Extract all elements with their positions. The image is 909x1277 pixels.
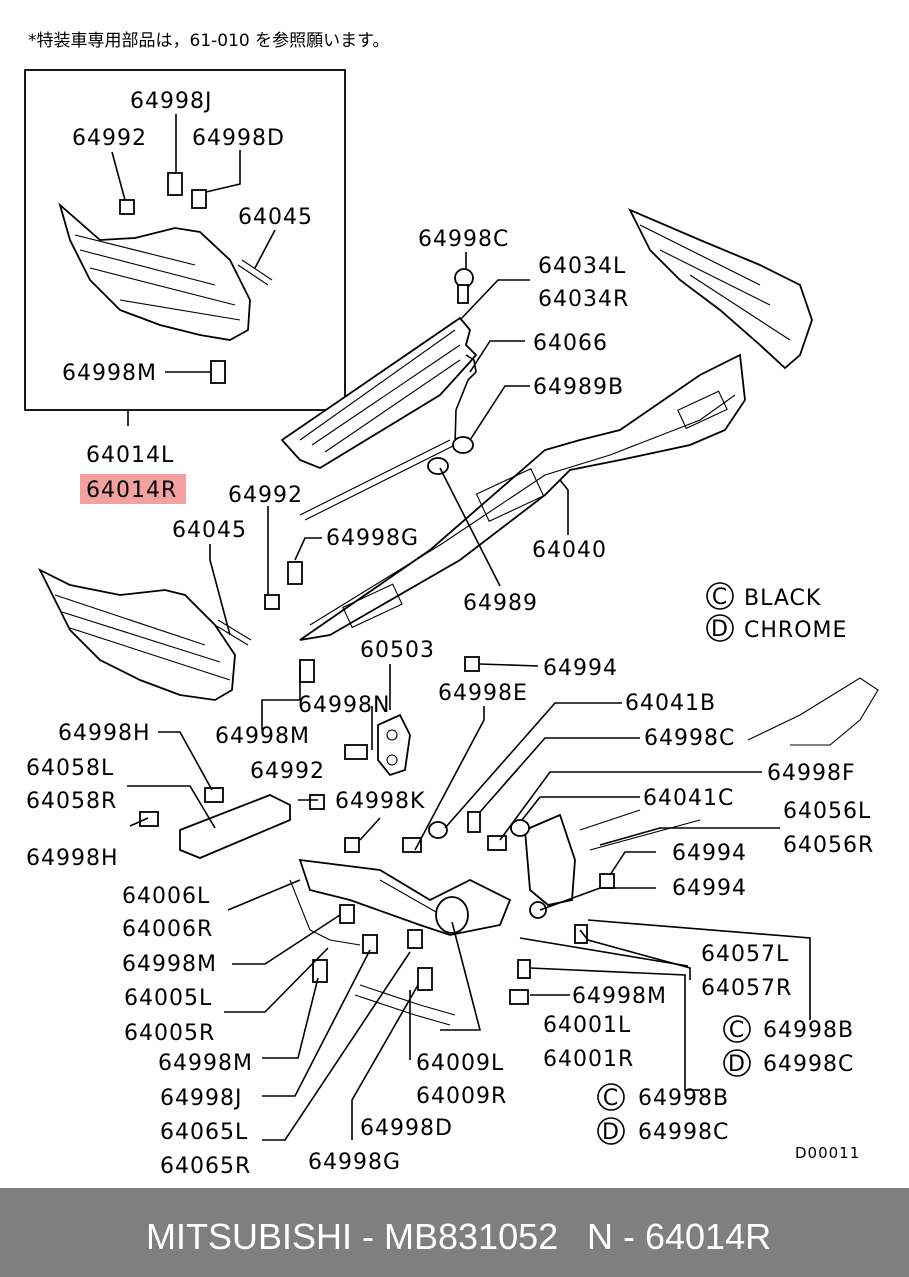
label-64994-low2: 64994 xyxy=(672,876,747,901)
label-64034R: 64034R xyxy=(538,287,629,312)
label-64998F: 64998F xyxy=(767,761,856,786)
leader-lines xyxy=(111,114,811,1141)
label-64998H-lower: 64998H xyxy=(26,846,119,871)
rear-bumper-icon xyxy=(299,353,746,641)
detail-inset-box xyxy=(24,69,346,411)
label-64998C-d1: 64998C xyxy=(763,1052,854,1077)
label-64041B: 64041B xyxy=(625,691,716,716)
label-64005L: 64005L xyxy=(124,986,212,1011)
label-64014L: 64014L xyxy=(86,443,174,468)
svg-text:D: D xyxy=(711,617,729,642)
note-text: *特装車専用部品は，61-010 を参照願います。 xyxy=(28,31,389,51)
label-64045-mid: 64045 xyxy=(172,518,247,543)
callout-labels: 64998J 64992 64998D 64045 64998M 64014L … xyxy=(26,89,874,1179)
label-64998C-d2: 64998C xyxy=(638,1120,729,1145)
part-drawings xyxy=(37,172,879,1026)
footer-brand-part: MITSUBISHI - MB831052 xyxy=(146,1216,559,1257)
label-64994-mid: 64994 xyxy=(543,656,618,681)
label-64998G-low: 64998G xyxy=(308,1150,401,1175)
label-64998B-c2: 64998B xyxy=(638,1086,729,1111)
label-64998D-low: 64998D xyxy=(360,1116,453,1141)
label-64998H-upper: 64998H xyxy=(58,721,151,746)
label-64066: 64066 xyxy=(533,331,608,356)
svg-text:C: C xyxy=(729,1018,745,1043)
step-cover-inset-icon xyxy=(58,202,251,341)
label-64014R-highlight: 64014R xyxy=(86,478,177,503)
label-64057R: 64057R xyxy=(701,976,792,1001)
label-64998B-c1: 64998B xyxy=(763,1018,854,1043)
label-64065R: 64065R xyxy=(160,1154,251,1179)
label-64992-mid: 64992 xyxy=(228,483,303,508)
label-64998C-top: 64998C xyxy=(418,227,509,252)
step-cover-icon xyxy=(37,567,236,701)
drawing-code: D00011 xyxy=(795,1144,860,1162)
svg-text:C: C xyxy=(603,1086,619,1111)
label-64009L: 64009L xyxy=(416,1051,504,1076)
label-64998J-low: 64998J xyxy=(160,1086,242,1111)
label-64998D-inset: 64998D xyxy=(192,126,285,151)
step-plate-icon xyxy=(280,316,478,470)
label-64056L: 64056L xyxy=(783,799,871,824)
legend-chrome: CHROME xyxy=(744,618,847,643)
footer-bar: MITSUBISHI - MB831052 N - 64014R xyxy=(0,1188,909,1277)
parts-diagram: *特装車専用部品は，61-010 を参照願います。 xyxy=(24,31,879,1179)
label-64065L: 64065L xyxy=(160,1120,248,1145)
label-64057L: 64057L xyxy=(701,942,789,967)
label-64040: 64040 xyxy=(532,538,607,563)
label-64998M-low3: 64998M xyxy=(158,1051,253,1076)
label-64005R: 64005R xyxy=(124,1021,215,1046)
label-60503: 60503 xyxy=(360,638,435,663)
label-64994-low1: 64994 xyxy=(672,841,747,866)
svg-text:D: D xyxy=(728,1052,746,1077)
label-64992-low: 64992 xyxy=(250,759,325,784)
svg-text:C: C xyxy=(712,585,728,610)
label-64992-inset: 64992 xyxy=(72,126,147,151)
label-64998M-inset: 64998M xyxy=(62,361,157,386)
label-64998M-mid: 64998M xyxy=(215,724,310,749)
label-64056R: 64056R xyxy=(783,833,874,858)
footer-ref: N - 64014R xyxy=(587,1216,772,1257)
bracket-assembly-icon xyxy=(179,794,291,859)
label-64989: 64989 xyxy=(463,591,538,616)
label-64998J-inset: 64998J xyxy=(130,89,212,114)
label-64001L: 64001L xyxy=(543,1013,631,1038)
label-64998M-low2: 64998M xyxy=(572,984,667,1009)
label-64998N: 64998N xyxy=(298,693,390,718)
label-64006R: 64006R xyxy=(122,917,213,942)
label-64998G-mid: 64998G xyxy=(326,526,419,551)
label-64006L: 64006L xyxy=(122,884,210,909)
label-64034L: 64034L xyxy=(538,254,626,279)
label-64998K: 64998K xyxy=(335,789,425,814)
label-64045-inset: 64045 xyxy=(238,205,313,230)
label-64001R: 64001R xyxy=(543,1047,634,1072)
label-64009R: 64009R xyxy=(416,1084,507,1109)
circled-symbols: C BLACK D CHROME C D C D xyxy=(597,582,847,1145)
legend-black: BLACK xyxy=(744,586,821,611)
label-64998E: 64998E xyxy=(438,681,528,706)
label-64998C-mid: 64998C xyxy=(644,726,735,751)
highlight-box xyxy=(80,474,186,504)
label-64998M-low1: 64998M xyxy=(122,952,217,977)
bumper-end-cap-icon xyxy=(628,208,813,370)
label-64058R: 64058R xyxy=(26,789,117,814)
label-64989B: 64989B xyxy=(533,375,624,400)
label-64041C: 64041C xyxy=(643,786,734,811)
svg-text:D: D xyxy=(602,1120,620,1145)
label-64058L: 64058L xyxy=(26,756,114,781)
